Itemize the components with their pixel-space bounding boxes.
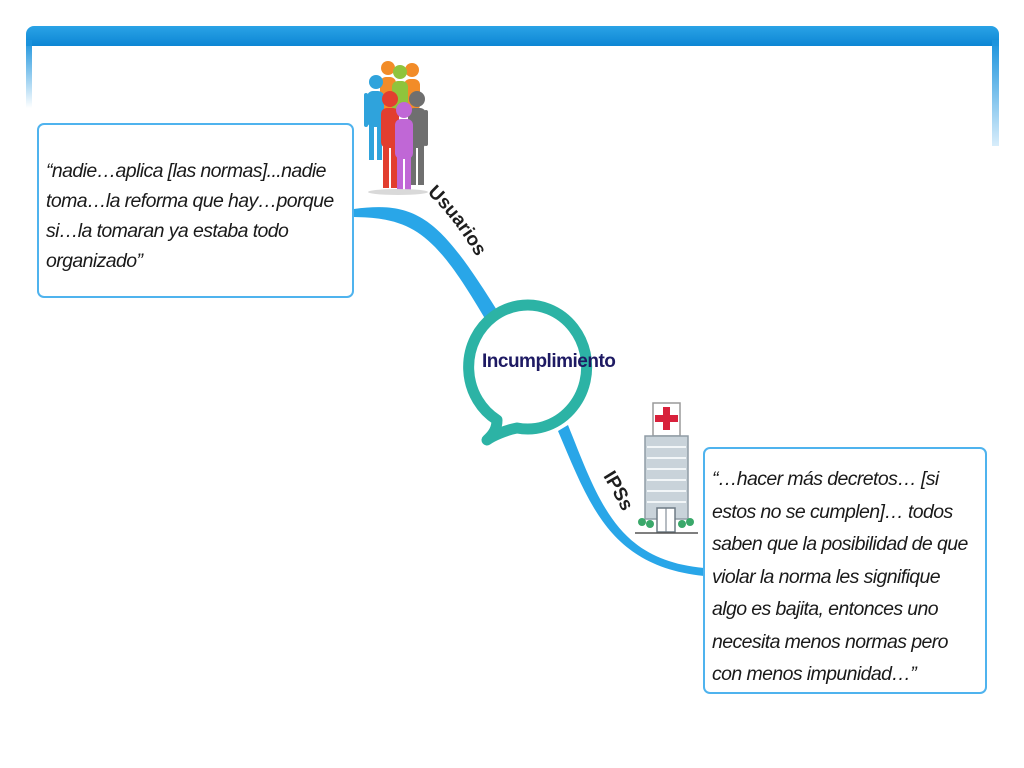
quote-text-usuarios: “nadie…aplica [las normas]...nadie toma……	[46, 160, 334, 272]
people-group-icon	[364, 61, 428, 195]
slide-frame-right	[992, 40, 999, 146]
slide-frame-top	[26, 26, 999, 46]
center-label: Incumplimiento	[482, 351, 616, 372]
usuarios-connector	[354, 207, 500, 322]
branch-label-usuarios: Usuarios	[423, 181, 490, 259]
slide-frame-left	[26, 40, 32, 108]
quote-box-usuarios: “nadie…aplica [las normas]...nadie toma……	[37, 123, 354, 298]
quote-text-ipss: “…hacer más decretos… [si estos no se cu…	[712, 468, 968, 685]
ipss-connector	[558, 425, 704, 576]
center-bubble	[463, 299, 593, 446]
quote-box-ipss: “…hacer más decretos… [si estos no se cu…	[703, 447, 987, 694]
hospital-icon	[635, 402, 698, 534]
